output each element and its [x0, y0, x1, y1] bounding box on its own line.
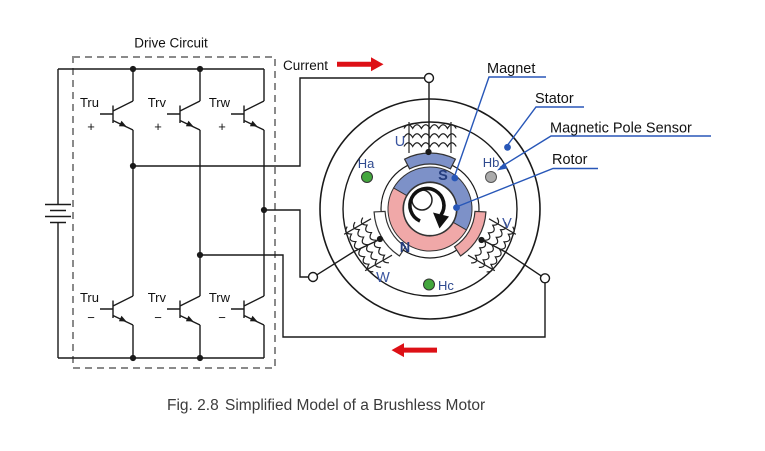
terminal-w	[307, 271, 319, 283]
drive-circuit-title: Drive Circuit	[134, 36, 208, 51]
phase-w-label: W	[376, 270, 390, 286]
callout-rotor-label: Rotor	[552, 152, 588, 168]
callout-rotor-leader	[457, 167, 598, 208]
transistor-label: Trv	[148, 95, 167, 110]
figure-caption: Fig. 2.8 Simplified Model of a Brushless…	[167, 397, 485, 414]
callout-stator-leader	[507, 106, 584, 145]
phase-wires	[133, 72, 551, 338]
caption-fig-number: Fig. 2.8	[167, 397, 219, 414]
callout-sensor-leader	[499, 135, 711, 169]
transistor-sign: +	[154, 119, 162, 134]
stator-outer-ring	[319, 98, 541, 320]
transistor-tru-plus	[99, 100, 134, 131]
pole-s-label: S	[438, 168, 448, 184]
transistor-sign: +	[218, 119, 226, 134]
hall-sensor-ha	[361, 171, 373, 183]
terminal-u	[423, 72, 435, 84]
callout-stator-label: Stator	[535, 91, 574, 107]
v-coil-junction	[478, 236, 485, 244]
stator-inner-ring	[342, 121, 518, 297]
transistor-label: Trw	[209, 95, 231, 110]
transistor-label: Tru	[80, 95, 99, 110]
u-coil-junction	[425, 148, 432, 156]
rotation-arrow-icon	[408, 186, 449, 229]
transistor-label: Tru	[80, 290, 99, 305]
transistor-trw-plus	[230, 100, 265, 131]
transistor-trv-minus	[166, 295, 201, 326]
callouts	[454, 76, 711, 208]
transistor-sign: −	[218, 310, 226, 325]
magnet-leader-dot	[451, 174, 459, 182]
winding-u	[403, 121, 457, 170]
terminal-v	[539, 273, 551, 284]
hall-sensor-hb	[485, 171, 497, 183]
sensor-hb-label: Hb	[483, 155, 500, 170]
junction-dots	[129, 65, 268, 362]
stator-leader-dot	[504, 143, 511, 151]
drive-circuit: Drive Circuit Tru + Trv + Trw + Tru − Tr…	[45, 36, 276, 369]
battery-icon	[45, 203, 71, 224]
sensor-leader-arrow-icon	[497, 162, 508, 171]
caption-text: Simplified Model of a Brushless Motor	[225, 397, 485, 414]
motor: U V W S N Ha Hb Hc	[319, 98, 541, 320]
transistor-sign: −	[154, 310, 162, 325]
w-coil-junction	[376, 235, 384, 243]
return-arrow-icon	[391, 343, 437, 358]
sensor-ha-label: Ha	[358, 156, 375, 171]
transistor-trv-plus	[166, 100, 201, 131]
phase-u-label: U	[395, 134, 405, 150]
rotor-leader-dot	[453, 204, 460, 212]
callout-magnet-leader	[454, 76, 546, 176]
transistor-trw-minus	[230, 295, 265, 326]
transistor-sign: −	[87, 310, 95, 325]
sensor-hc-label: Hc	[438, 278, 454, 293]
transistor-label: Trw	[209, 290, 231, 305]
transistor-sign: +	[87, 119, 95, 134]
pole-n-label: N	[400, 240, 410, 256]
transistor-tru-minus	[99, 295, 134, 326]
hall-sensor-hc	[423, 278, 435, 291]
current-label: Current	[283, 58, 328, 73]
callout-magnet-label: Magnet	[487, 61, 535, 77]
phase-v-label: V	[502, 216, 512, 232]
callout-pole-sensor-label: Magnetic Pole Sensor	[550, 121, 692, 137]
drive-circuit-box	[72, 56, 276, 369]
current-arrow-icon	[337, 57, 384, 72]
transistor-label: Trv	[148, 290, 167, 305]
